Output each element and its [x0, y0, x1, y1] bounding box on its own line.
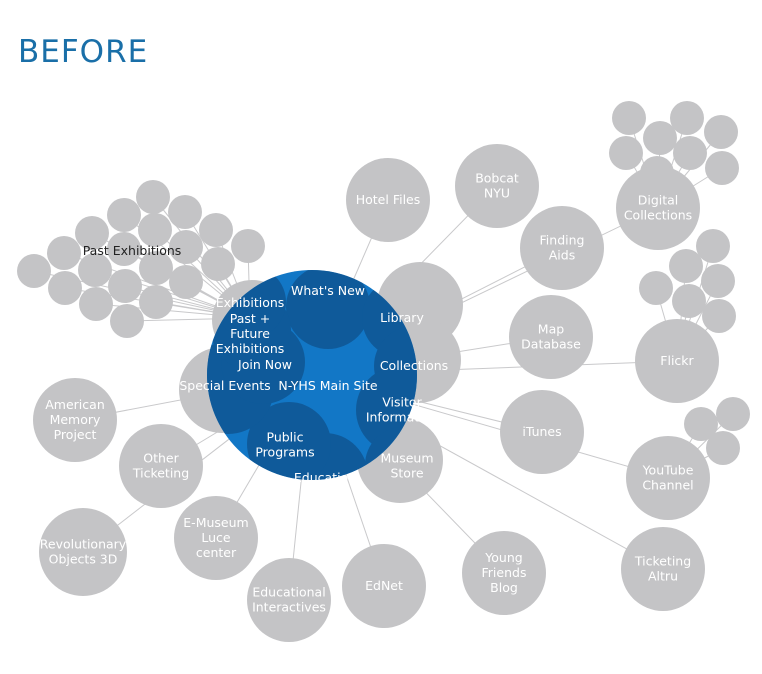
site-node-hotel-files	[346, 158, 430, 242]
cluster-bubble	[696, 229, 730, 263]
site-label-ednet: EdNet	[365, 578, 403, 593]
cluster-bubble	[684, 407, 718, 441]
cluster-bubble	[704, 115, 738, 149]
cluster-bubble	[79, 287, 113, 321]
cluster-bubble	[139, 251, 173, 285]
site-node-youtube-channel	[626, 436, 710, 520]
section-label-whats-new: What's New	[291, 283, 365, 298]
site-node-educational-interactives	[247, 558, 331, 642]
section-label-exhibitions: Exhibitions	[216, 295, 285, 310]
site-node-bobcat-nyu	[455, 144, 539, 228]
cluster-bubble	[643, 121, 677, 155]
site-node-flickr	[635, 319, 719, 403]
cluster-bubble	[169, 265, 203, 299]
cluster-bubble	[670, 101, 704, 135]
cluster-bubble	[706, 431, 740, 465]
site-node-revolutionary-objects-3d	[39, 508, 127, 596]
cluster-bubble	[17, 254, 51, 288]
main-site-label: N-YHS Main Site	[278, 378, 377, 393]
site-label-flickr: Flickr	[660, 353, 694, 368]
section-label-library: Library	[380, 310, 424, 325]
section-bubble-visitor-information	[356, 366, 417, 454]
satellite-nodes	[17, 101, 750, 642]
cluster-bubble	[199, 213, 233, 247]
site-node-finding-aids	[520, 206, 604, 290]
cluster-bubble	[612, 101, 646, 135]
cluster-bubble	[48, 271, 82, 305]
page-title: BEFORE	[18, 34, 149, 70]
cluster-bubble	[78, 253, 112, 287]
cluster-bubble	[108, 269, 142, 303]
site-label-past-exhibitions: Past Exhibitions	[83, 243, 182, 258]
site-node-digital-collections	[616, 166, 700, 250]
site-label-itunes: iTunes	[522, 424, 561, 439]
section-label-education: Education	[294, 470, 356, 485]
cluster-bubble	[609, 136, 643, 170]
cluster-bubble	[701, 264, 735, 298]
main-site-cluster	[207, 270, 417, 480]
site-node-other-ticketing	[119, 424, 203, 508]
section-bubble-whats-new	[286, 270, 370, 349]
site-node-e-museum-luce-center	[174, 496, 258, 580]
section-label-collections: Collections	[380, 358, 448, 373]
cluster-bubble	[138, 213, 172, 247]
cluster-bubble	[110, 304, 144, 338]
site-node-map-database	[509, 295, 593, 379]
section-bubble-public-programs	[247, 402, 331, 480]
cluster-bubble	[705, 151, 739, 185]
site-node-american-memory-project	[33, 378, 117, 462]
cluster-bubble	[139, 285, 173, 319]
cluster-bubble	[136, 180, 170, 214]
site-node-ednet	[342, 544, 426, 628]
cluster-bubble	[107, 198, 141, 232]
cluster-bubble	[168, 195, 202, 229]
cluster-bubble	[201, 247, 235, 281]
site-node-ticketing-altru	[621, 527, 705, 611]
cluster-bubble	[47, 236, 81, 270]
site-node-young-friends-blog	[462, 531, 546, 615]
cluster-bubble	[75, 216, 109, 250]
cluster-bubble	[673, 136, 707, 170]
cluster-bubble	[716, 397, 750, 431]
cluster-bubble	[107, 232, 141, 266]
section-label-join-now: Join Now	[237, 357, 292, 372]
cluster-bubble	[669, 249, 703, 283]
cluster-bubble	[231, 229, 265, 263]
cluster-bubble	[169, 230, 203, 264]
section-label-special-events: Special Events	[179, 378, 270, 393]
cluster-bubble	[672, 284, 706, 318]
cluster-bubble	[639, 271, 673, 305]
main-section-bubbles	[207, 270, 417, 480]
site-node-itunes	[500, 390, 584, 474]
site-label-hotel-files: Hotel Files	[356, 192, 421, 207]
cluster-bubble	[702, 299, 736, 333]
